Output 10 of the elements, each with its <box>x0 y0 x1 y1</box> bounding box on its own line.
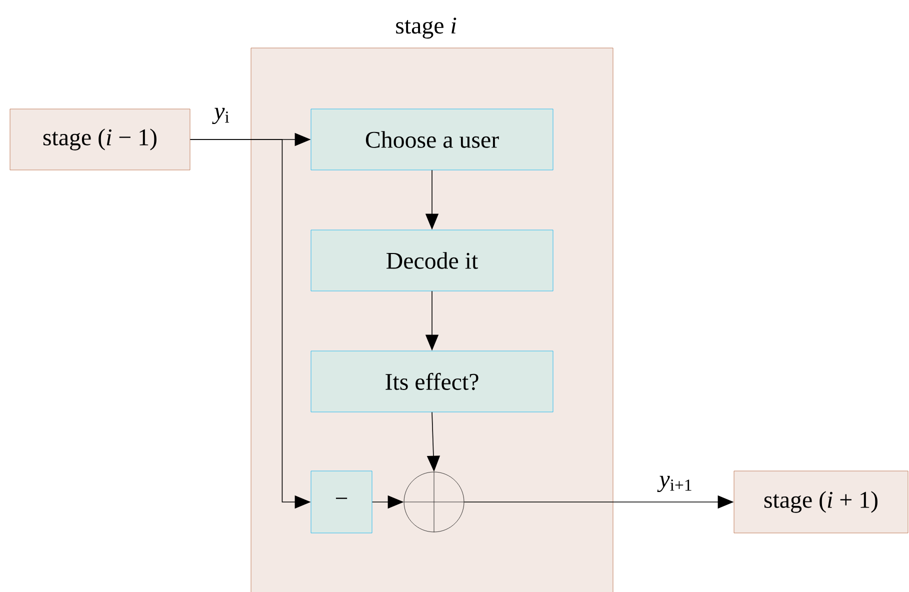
process-box: − <box>310 470 372 534</box>
sum-circle <box>404 472 464 532</box>
edge-label: y$_{i+1}$ <box>657 476 692 492</box>
edge-label: y$_{i}$ <box>212 108 230 124</box>
box-heading: stage i <box>396 18 456 39</box>
process-box: Choose a user <box>310 108 554 170</box>
stage-box: stage (i + 1) <box>734 470 908 534</box>
process-box: Decode it <box>310 230 554 292</box>
process-box: Its effect? <box>310 350 554 412</box>
stage-box: stage (i − 1) <box>10 108 190 170</box>
